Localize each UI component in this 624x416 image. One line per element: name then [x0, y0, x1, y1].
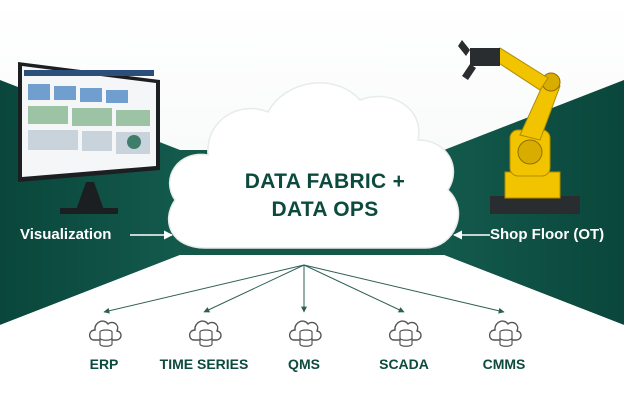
data-fabric-cloud	[167, 82, 460, 249]
destination-label-cmms: CMMS	[482, 356, 526, 372]
arrow-to-scada	[303, 264, 405, 313]
arrow-to-time-series	[203, 264, 305, 313]
monitor-dashboard-icon	[18, 62, 160, 214]
destination-label-scada: SCADA	[379, 356, 429, 372]
title-line-2: DATA OPS	[271, 198, 379, 221]
database-icons	[88, 320, 522, 347]
database-cloud-icon	[88, 320, 122, 347]
visualization-label: Visualization	[20, 226, 112, 243]
database-cloud-icon	[488, 320, 522, 347]
arrow-to-erp	[103, 264, 305, 314]
title-line-1: DATA FABRIC +	[244, 170, 406, 193]
industrial-robot-arm-icon	[458, 40, 580, 214]
database-cloud-icon	[288, 320, 322, 347]
fan-out-arrows	[103, 264, 505, 314]
destination-label-erp: ERP	[89, 356, 119, 372]
arrow-to-cmms	[303, 264, 505, 314]
destination-label-qms: QMS	[288, 356, 320, 372]
shop-floor-label: Shop Floor (OT)	[490, 226, 605, 243]
destination-label-time-series: TIME SERIES	[159, 356, 249, 372]
database-cloud-icon	[188, 320, 222, 347]
database-cloud-icon	[388, 320, 422, 347]
